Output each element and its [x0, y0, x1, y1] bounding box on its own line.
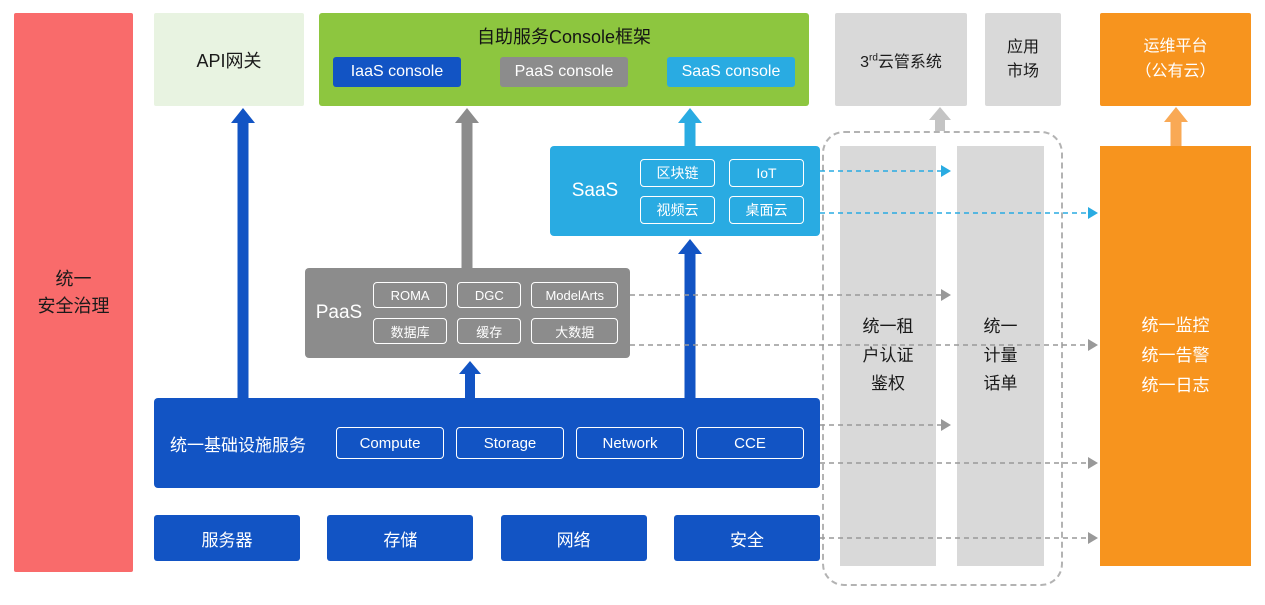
third-party-cloud-label: 3rd云管系统: [860, 48, 942, 72]
saas-item-video-cloud: 视频云: [640, 195, 715, 224]
paas-item-modelarts: ModelArts: [531, 282, 618, 308]
arrow-iaas-to-api-gateway: [231, 108, 255, 398]
arrow-iaas-to-saas: [678, 239, 702, 398]
saas-console-chip: SaaS console: [667, 57, 795, 87]
hardware-row: 服务器 存储 网络 安全: [154, 515, 820, 561]
shared-services-dashed-frame: [822, 131, 1063, 586]
arrow-to-third-party-cloud: [929, 107, 951, 131]
arrow-to-om-platform: [1164, 107, 1188, 146]
api-gateway-box: API网关: [154, 13, 304, 106]
security-governance-bar: 统一 安全治理: [14, 13, 133, 572]
om-platform-box: 运维平台 （公有云）: [1100, 13, 1251, 106]
hardware-storage-box: 存储: [327, 515, 474, 561]
console-framework-box: 自助服务Console框架 IaaS console PaaS console …: [319, 13, 809, 106]
iaas-console-chip: IaaS console: [333, 57, 461, 87]
paas-item-grid: ROMA DGC ModelArts 数据库 缓存 大数据: [373, 271, 630, 355]
paas-box: PaaS ROMA DGC ModelArts 数据库 缓存 大数据: [305, 268, 630, 358]
iaas-item-row: Compute Storage Network CCE: [336, 427, 820, 459]
app-market-box: 应用 市场: [985, 13, 1061, 106]
tenant-auth-bar: 统一租 户认证 鉴权: [840, 146, 936, 566]
iaas-item-network: Network: [576, 427, 684, 459]
third-party-cloud-superscript: rd: [868, 52, 878, 64]
iaas-label: 统一基础设施服务: [170, 435, 306, 455]
saas-item-blockchain: 区块链: [640, 158, 715, 187]
iaas-item-cce: CCE: [696, 427, 804, 459]
saas-item-grid: 区块链 IoT 视频云 桌面云: [640, 147, 820, 236]
paas-label: PaaS: [315, 302, 363, 323]
paas-item-database: 数据库: [373, 318, 448, 344]
saas-box: SaaS 区块链 IoT 视频云 桌面云: [550, 146, 820, 236]
arrow-saas-to-console: [678, 108, 702, 146]
console-chip-row: IaaS console PaaS console SaaS console: [319, 57, 809, 87]
paas-item-bigdata: 大数据: [531, 318, 618, 344]
arrow-iaas-to-paas: [459, 361, 481, 398]
third-party-cloud-box: 3rd云管系统: [835, 13, 967, 106]
console-framework-title: 自助服务Console框架: [476, 27, 652, 47]
hardware-server-box: 服务器: [154, 515, 300, 561]
paas-item-cache: 缓存: [457, 318, 522, 344]
iaas-box: 统一基础设施服务 Compute Storage Network CCE: [154, 398, 820, 488]
saas-item-desktop-cloud: 桌面云: [729, 195, 804, 224]
monitoring-bar: 统一监控 统一告警 统一日志: [1100, 146, 1251, 566]
hardware-security-box: 安全: [673, 515, 820, 561]
saas-item-iot: IoT: [729, 158, 804, 187]
third-party-cloud-suffix: 云管系统: [877, 53, 942, 71]
arrow-paas-to-console: [455, 108, 479, 268]
third-party-cloud-prefix: 3: [860, 53, 869, 71]
hardware-network-box: 网络: [500, 515, 647, 561]
iaas-item-storage: Storage: [456, 427, 564, 459]
paas-console-chip: PaaS console: [500, 57, 628, 87]
paas-item-dgc: DGC: [457, 282, 522, 308]
paas-item-roma: ROMA: [373, 282, 448, 308]
metering-bar: 统一 计量 话单: [957, 146, 1044, 566]
saas-label: SaaS: [571, 180, 619, 201]
iaas-item-compute: Compute: [336, 427, 444, 459]
